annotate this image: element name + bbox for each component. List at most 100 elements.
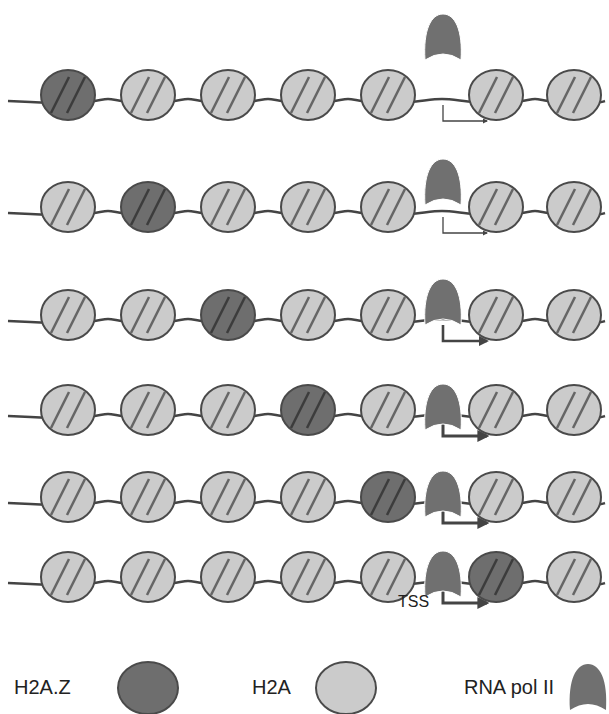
hatch (479, 189, 497, 225)
h2az-nucleosome (121, 182, 175, 232)
histone-core (361, 70, 415, 120)
histone-core (41, 385, 95, 435)
legend-entry: RNA pol II (464, 677, 554, 697)
legend-swatch (316, 662, 376, 714)
h2a-nucleosome (41, 290, 95, 340)
hatch (51, 392, 69, 428)
h2az-nucleosome (41, 70, 95, 120)
h2a-nucleosome (281, 552, 335, 602)
hatch (557, 189, 575, 225)
hatch (51, 77, 69, 113)
hatch (557, 297, 575, 333)
histone-core (121, 472, 175, 522)
histone-core (547, 552, 601, 602)
chromatin-row (8, 279, 605, 341)
h2a-nucleosome (281, 70, 335, 120)
hatch (227, 297, 245, 333)
hatch (291, 392, 309, 428)
hatch (387, 297, 405, 333)
h2a-nucleosome (121, 472, 175, 522)
histone-core (547, 70, 601, 120)
chromatin-row (8, 159, 605, 233)
histone-core (121, 182, 175, 232)
h2a-nucleosome (361, 290, 415, 340)
histone-core (281, 70, 335, 120)
legend-pol-symbol (570, 664, 607, 710)
histone-core (41, 182, 95, 232)
hatch (307, 392, 325, 428)
hatch (211, 392, 229, 428)
legend-text: RNA pol II (464, 677, 554, 697)
hatch (147, 77, 165, 113)
tss-arrow (443, 217, 487, 233)
hatch (387, 77, 405, 113)
hatch (495, 297, 513, 333)
histone-core (201, 385, 255, 435)
h2a-nucleosome (201, 182, 255, 232)
h2a-nucleosome (469, 70, 523, 120)
hatch (291, 297, 309, 333)
h2a-nucleosome (547, 552, 601, 602)
h2az-nucleosome (469, 552, 523, 602)
h2a-nucleosome (547, 182, 601, 232)
hatch (227, 559, 245, 595)
legend-entry: H2A.Z (14, 677, 71, 697)
hatch (227, 479, 245, 515)
hatch (147, 479, 165, 515)
hatch (371, 392, 389, 428)
hatch (67, 392, 85, 428)
histone-core (469, 552, 523, 602)
histone-core (41, 290, 95, 340)
histone-core (281, 472, 335, 522)
histone-core (469, 290, 523, 340)
hatch (495, 559, 513, 595)
h2az-nucleosome (361, 472, 415, 522)
h2a-nucleosome (469, 182, 523, 232)
h2a-nucleosome (121, 290, 175, 340)
histone-core (547, 385, 601, 435)
histone-core (547, 290, 601, 340)
hatch (51, 297, 69, 333)
hatch (307, 297, 325, 333)
hatch (51, 559, 69, 595)
hatch (211, 479, 229, 515)
h2a-nucleosome (201, 472, 255, 522)
label-holder: TSS (398, 594, 429, 610)
hatch (387, 479, 405, 515)
h2az-nucleosome (281, 385, 335, 435)
hatch (573, 297, 591, 333)
h2a-nucleosome (361, 385, 415, 435)
h2a-nucleosome (41, 385, 95, 435)
hatch (495, 392, 513, 428)
hatch (131, 479, 149, 515)
hatch (67, 559, 85, 595)
histone-core (281, 182, 335, 232)
hatch (67, 479, 85, 515)
h2a-nucleosome (281, 290, 335, 340)
hatch (211, 297, 229, 333)
legend-swatch (118, 662, 178, 714)
histone-core (281, 385, 335, 435)
histone-core (469, 472, 523, 522)
hatch (387, 392, 405, 428)
hatch (131, 189, 149, 225)
h2a-nucleosome (469, 385, 523, 435)
h2a-nucleosome (361, 70, 415, 120)
hatch (227, 189, 245, 225)
legend-text: H2A.Z (14, 677, 71, 697)
hatch (479, 559, 497, 595)
hatch (211, 189, 229, 225)
hatch (495, 189, 513, 225)
h2a-nucleosome (547, 70, 601, 120)
histone-core (121, 385, 175, 435)
hatch (557, 559, 575, 595)
hatch (291, 559, 309, 595)
hatch (211, 559, 229, 595)
h2a-nucleosome (547, 290, 601, 340)
tss-arrow (443, 325, 487, 341)
legend (118, 662, 606, 714)
hatch (131, 392, 149, 428)
histone-core (201, 552, 255, 602)
histone-core (469, 385, 523, 435)
